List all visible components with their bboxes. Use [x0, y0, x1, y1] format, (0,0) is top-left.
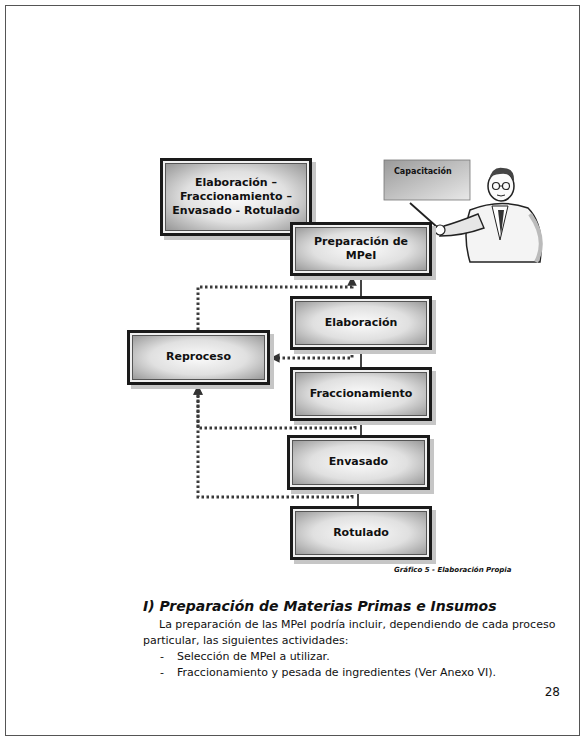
box-label: Envasado [329, 455, 388, 469]
box-label: Rotulado [333, 526, 389, 540]
figure-caption: Gráfico 5 - Elaboración Propia [394, 566, 511, 574]
flow-line [360, 421, 362, 435]
rework-arrow [271, 350, 352, 358]
page-border [6, 6, 580, 736]
board-title: Capacitación [394, 167, 464, 177]
flow-line [360, 350, 362, 367]
page-number: 28 [530, 684, 560, 700]
flow-line [357, 490, 359, 506]
bullet-text: Selección de MPeI a utilizar. [177, 650, 557, 664]
box-label: Fraccionamiento [310, 387, 413, 401]
box-label: Elaboración [325, 316, 398, 330]
process-box: Preparación de MPeI [290, 222, 432, 276]
bullet-dash: - [160, 666, 172, 680]
box-label: Preparación de MPeI [301, 235, 421, 264]
process-box: Fraccionamiento [290, 367, 432, 421]
process-box: Envasado [287, 435, 430, 490]
rework-box: Reproceso [127, 330, 270, 385]
flow-line [360, 276, 362, 296]
section-heading: I) Preparación de Materias Primas e Insu… [143, 597, 563, 615]
body-paragraph: La preparación de las MPeI podría inclui… [143, 617, 561, 649]
process-box: Rotulado [290, 506, 432, 560]
bullet-text: Fraccionamiento y pesada de ingredientes… [177, 666, 562, 680]
box-label: Elaboración – Fraccionamiento – Envasado… [171, 176, 301, 219]
box-label: Reproceso [166, 350, 231, 364]
process-box: Elaboración [290, 296, 432, 350]
bullet-dash: - [160, 650, 172, 664]
